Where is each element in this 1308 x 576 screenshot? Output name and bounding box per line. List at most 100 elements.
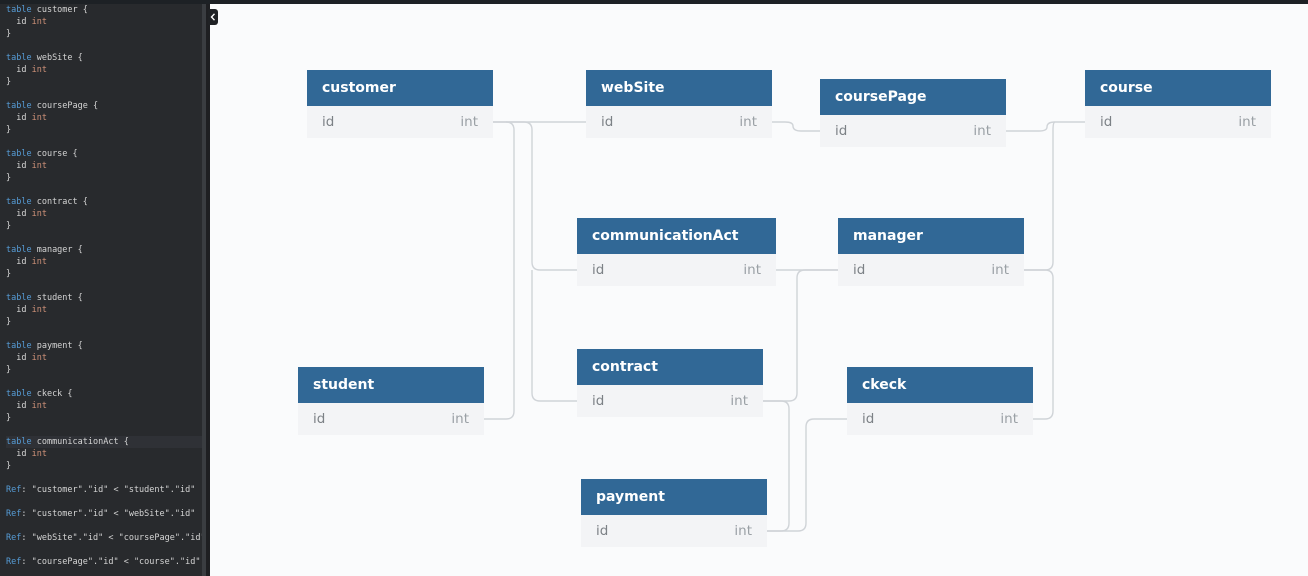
code-line[interactable]: Ref: "coursePage"."id" < "course"."id" bbox=[6, 556, 202, 568]
code-line[interactable]: table payment { bbox=[6, 340, 202, 352]
code-line[interactable]: table ckeck { bbox=[6, 388, 202, 400]
code-editor[interactable]: table customer { id int}table webSite { … bbox=[0, 4, 202, 576]
code-keyword: Ref bbox=[6, 533, 22, 543]
code-keyword: table bbox=[6, 437, 32, 447]
pane-divider[interactable] bbox=[206, 4, 210, 576]
code-line[interactable] bbox=[6, 232, 202, 244]
code-line[interactable]: id int bbox=[6, 208, 202, 220]
code-keyword: table bbox=[6, 389, 32, 399]
code-line[interactable]: } bbox=[6, 172, 202, 184]
code-line[interactable]: } bbox=[6, 460, 202, 472]
code-text: } bbox=[6, 77, 12, 87]
code-line[interactable]: } bbox=[6, 76, 202, 88]
chevron-left-icon bbox=[210, 13, 216, 21]
code-line[interactable]: } bbox=[6, 220, 202, 232]
code-line[interactable]: id int bbox=[6, 16, 202, 28]
collapse-editor-button[interactable] bbox=[208, 9, 218, 25]
code-line[interactable] bbox=[6, 40, 202, 52]
code-type: int bbox=[31, 353, 47, 363]
table-header[interactable]: ckeck bbox=[847, 367, 1033, 403]
table-name: manager bbox=[853, 228, 923, 244]
code-line[interactable]: } bbox=[6, 316, 202, 328]
code-line[interactable] bbox=[6, 328, 202, 340]
code-line[interactable] bbox=[6, 88, 202, 100]
code-text: id bbox=[6, 257, 32, 267]
table-header[interactable]: course bbox=[1085, 70, 1271, 106]
code-line[interactable]: id int bbox=[6, 304, 202, 316]
editor-scrollbar[interactable] bbox=[202, 4, 206, 576]
code-line[interactable]: } bbox=[6, 268, 202, 280]
code-line[interactable]: id int bbox=[6, 160, 202, 172]
code-text: } bbox=[6, 29, 12, 39]
table-header[interactable]: webSite bbox=[586, 70, 772, 106]
code-line[interactable] bbox=[6, 136, 202, 148]
code-line[interactable]: id int bbox=[6, 352, 202, 364]
code-line[interactable] bbox=[6, 496, 202, 508]
code-line[interactable] bbox=[6, 280, 202, 292]
field-type: int bbox=[734, 523, 752, 539]
code-keyword: table bbox=[6, 53, 32, 63]
code-line[interactable] bbox=[6, 472, 202, 484]
field-name: id bbox=[1100, 114, 1113, 130]
table-header[interactable]: contract bbox=[577, 349, 763, 385]
code-line[interactable] bbox=[6, 544, 202, 556]
table-header[interactable]: communicationAct bbox=[577, 218, 776, 254]
code-keyword: table bbox=[6, 341, 32, 351]
code-line[interactable]: } bbox=[6, 364, 202, 376]
code-line[interactable]: Ref: "webSite"."id" < "coursePage"."id" bbox=[6, 532, 202, 544]
code-line[interactable]: table student { bbox=[6, 292, 202, 304]
code-line[interactable]: id int bbox=[6, 256, 202, 268]
code-line[interactable]: id int bbox=[6, 448, 202, 460]
table-header[interactable]: coursePage bbox=[820, 79, 1006, 115]
code-keyword: table bbox=[6, 149, 32, 159]
code-line[interactable] bbox=[6, 184, 202, 196]
code-line[interactable] bbox=[6, 424, 202, 436]
code-line[interactable] bbox=[6, 376, 202, 388]
code-line[interactable]: id int bbox=[6, 400, 202, 412]
code-line[interactable]: id int bbox=[6, 64, 202, 76]
table-header[interactable]: customer bbox=[307, 70, 493, 106]
code-line[interactable]: } bbox=[6, 124, 202, 136]
code-line[interactable]: Ref: "customer"."id" < "student"."id" bbox=[6, 484, 202, 496]
code-line[interactable] bbox=[6, 520, 202, 532]
code-text: id bbox=[6, 113, 32, 123]
code-line[interactable]: table course { bbox=[6, 148, 202, 160]
table-header[interactable]: payment bbox=[581, 479, 767, 515]
field-name: id bbox=[853, 262, 866, 278]
code-line[interactable]: table contract { bbox=[6, 196, 202, 208]
code-line[interactable]: table customer { bbox=[6, 4, 202, 16]
code-line[interactable]: table manager { bbox=[6, 244, 202, 256]
table-header[interactable]: student bbox=[298, 367, 484, 403]
code-line[interactable]: table webSite { bbox=[6, 52, 202, 64]
code-line[interactable]: table coursePage { bbox=[6, 100, 202, 112]
table-header[interactable]: manager bbox=[838, 218, 1024, 254]
code-line[interactable]: } bbox=[6, 28, 202, 40]
code-line[interactable]: table communicationAct { bbox=[6, 436, 202, 448]
code-line[interactable]: } bbox=[6, 412, 202, 424]
field-type: int bbox=[730, 393, 748, 409]
code-line[interactable]: Ref: "customer"."id" < "webSite"."id" bbox=[6, 508, 202, 520]
code-line[interactable]: id int bbox=[6, 112, 202, 124]
field-type: int bbox=[451, 411, 469, 427]
code-text: id bbox=[6, 161, 32, 171]
